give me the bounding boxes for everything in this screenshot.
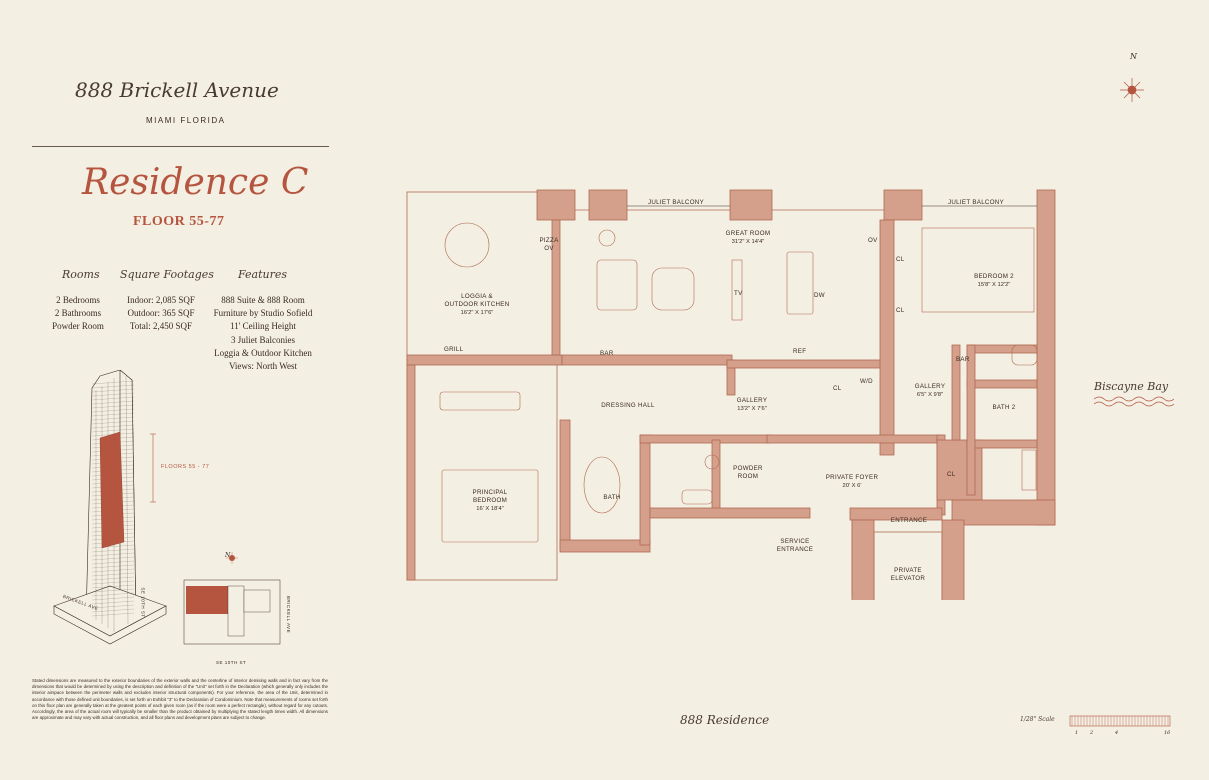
private-foyer-label: PRIVATE FOYER: [826, 474, 879, 481]
street-label: SE 10TH ST: [216, 660, 247, 665]
tv-label: TV: [734, 290, 743, 297]
features-item: 888 Suite & 888 Room: [221, 295, 305, 305]
features-heading: Features: [238, 268, 288, 281]
brand-label: 888 Residence: [680, 713, 770, 727]
great-room-dims: 31'2" X 14'4": [732, 239, 765, 245]
refrigerator-label: REF: [793, 348, 806, 355]
scale-tick: 1: [1075, 730, 1079, 736]
building-address: 888 Brickell Avenue: [75, 78, 279, 102]
scale-tick: 2: [1090, 730, 1094, 736]
rooms-heading: Rooms: [62, 268, 100, 281]
elevator-core-walls: [851, 519, 965, 600]
floors-tag: FLOORS 55 - 77: [161, 464, 210, 470]
powder-room-label: POWDER: [733, 465, 763, 472]
features-list: 888 Suite & 888 Room Furniture by Studio…: [204, 294, 322, 373]
entrance-label: ENTRANCE: [891, 517, 927, 524]
bath-label: BATH: [603, 494, 620, 501]
service-entrance-label: ENTRANCE: [777, 546, 813, 553]
bath-2-label: BATH 2: [992, 404, 1015, 411]
closet-label: CL: [896, 307, 905, 314]
dressing-hall-label: DRESSING HALL: [601, 402, 655, 409]
dishwasher-label: DW: [814, 292, 825, 299]
sqft-item: Outdoor: 365 SQF: [127, 308, 195, 319]
floor-plan: JULIET BALCONY JULIET BALCONY GREAT ROOM…: [406, 189, 1056, 600]
oven-label: OV: [868, 237, 878, 244]
loggia-label: LOGGIA &: [461, 293, 493, 300]
pizza-oven-label: PIZZA: [539, 237, 559, 244]
sqft-item: Indoor: 2,085 SQF: [127, 295, 195, 305]
sqft-heading: Square Footages: [120, 268, 214, 281]
gallery-dims: 13'2" X 7'6": [737, 406, 767, 412]
street-label: SE 10TH ST: [140, 587, 146, 618]
closet-label: CL: [947, 471, 956, 478]
loggia-dims: 16'2" X 17'6": [461, 310, 494, 316]
elevator: [873, 531, 943, 600]
city-label: MIAMI FLORIDA: [146, 116, 226, 125]
rooms-item: Powder Room: [52, 321, 104, 332]
bedroom-2-label: BEDROOM 2: [974, 273, 1014, 280]
washer-dryer-label: W/D: [860, 378, 873, 385]
principal-bedroom-label: BEDROOM: [473, 497, 507, 504]
features-item: 3 Juliet Balconies: [231, 334, 295, 345]
loggia-label: OUTDOOR KITCHEN: [444, 301, 509, 308]
street-label: BRICKELL AVE: [286, 595, 292, 634]
divider: [32, 146, 329, 147]
juliet-balcony-label: JULIET BALCONY: [948, 199, 1004, 206]
features-item: Furniture by Studio Sofield: [213, 308, 313, 319]
scale-label: 1/28" Scale: [1020, 716, 1055, 723]
site-plan: [183, 552, 281, 645]
tower-illustration: [53, 370, 281, 645]
great-room-label: GREAT ROOM: [726, 230, 771, 237]
gallery-label: GALLERY: [737, 397, 768, 404]
gallery-small-label: GALLERY: [915, 383, 946, 390]
closet-label: CL: [833, 385, 842, 392]
rooms-list: 2 Bedrooms 2 Bathrooms Powder Room: [44, 294, 112, 334]
private-foyer-dims: 20' X 6': [843, 483, 862, 489]
rooms-item: 2 Bedrooms: [56, 295, 100, 305]
features-item: 11' Ceiling Height: [230, 321, 296, 332]
sqft-item: Total: 2,450 SQF: [129, 321, 193, 332]
disclaimer: Stated dimensions are measured to the ex…: [32, 678, 328, 721]
furniture: [439, 222, 1038, 543]
service-entrance-label: SERVICE: [780, 538, 809, 545]
scale-tick: 4: [1115, 730, 1119, 736]
pizza-oven-label: OV: [544, 245, 554, 252]
north-label: N: [225, 552, 231, 559]
principal-bedroom-dims: 16' X 18'4": [476, 506, 503, 512]
rooms-item: 2 Bathrooms: [54, 308, 102, 319]
scale-bar: [1069, 715, 1171, 727]
features-item: Views: North West: [228, 361, 298, 372]
features-item: Loggia & Outdoor Kitchen: [214, 347, 312, 358]
floor-range: FLOOR 55-77: [133, 214, 225, 229]
closet-label: CL: [896, 256, 905, 263]
outer-outline: [406, 191, 902, 581]
residence-title: Residence C: [82, 162, 309, 203]
powder-room-label: ROOM: [738, 473, 758, 480]
principal-bedroom-label: PRINCIPAL: [473, 489, 508, 496]
private-elevator-label: PRIVATE: [894, 567, 922, 574]
compass-icon: [1120, 78, 1144, 102]
water-waves-icon: [1094, 396, 1174, 407]
walls: [406, 189, 1056, 596]
highlighted-floors: [99, 431, 125, 549]
bedroom-2-dims: 15'8" X 12'2": [978, 282, 1011, 288]
bar-label: BAR: [956, 356, 970, 363]
gallery-small-dims: 6'5" X 9'8": [917, 392, 943, 398]
grill-label: GRILL: [444, 346, 464, 353]
juliet-balcony-label: JULIET BALCONY: [648, 199, 704, 206]
sqft-list: Indoor: 2,085 SQF Outdoor: 365 SQF Total…: [118, 294, 204, 334]
compass-north-label: N: [1130, 52, 1137, 61]
bar-label: BAR: [600, 350, 614, 357]
private-elevator-label: ELEVATOR: [891, 575, 926, 582]
biscayne-bay-label: Biscayne Bay: [1094, 380, 1169, 393]
scale-tick: 16: [1164, 730, 1171, 736]
